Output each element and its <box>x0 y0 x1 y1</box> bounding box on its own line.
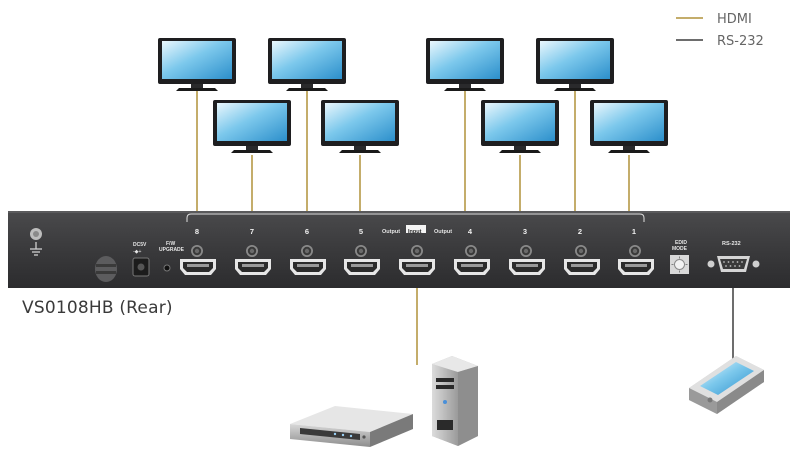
rs232-port-label: RS-232 <box>722 241 741 247</box>
port-number-1: 1 <box>632 227 636 236</box>
port-number-8: 8 <box>195 227 199 236</box>
power-label: DC5V <box>133 242 147 248</box>
port-6-led-icon <box>301 245 313 257</box>
hdmi-legend-label: HDMI <box>717 12 752 27</box>
edid-mode-label: MODE <box>672 246 688 252</box>
port-3-led-icon <box>520 245 532 257</box>
hdmi-output-port-8[interactable] <box>180 259 216 275</box>
hdmi-output-port-2[interactable] <box>564 259 600 275</box>
device-foot <box>95 256 117 282</box>
port-5-led-icon <box>355 245 367 257</box>
port-number-5: 5 <box>359 227 363 236</box>
port-number-7: 7 <box>250 227 254 236</box>
port-8-led-icon <box>191 245 203 257</box>
hdmi-output-port-7[interactable] <box>235 259 271 275</box>
hdmi-cables <box>196 91 630 365</box>
monitor-port-5-icon <box>321 100 399 153</box>
port-number-2: 2 <box>578 227 582 236</box>
device-caption: VS0108HB (Rear) <box>22 298 173 318</box>
port-number-4: 4 <box>468 227 473 236</box>
port-number-3: 3 <box>523 227 527 236</box>
output-label-right: Output <box>434 229 452 235</box>
hdmi-output-port-5[interactable] <box>344 259 380 275</box>
monitor-port-2-icon <box>536 38 614 91</box>
monitor-port-6-icon <box>268 38 346 91</box>
rs232-screw-right <box>752 260 760 268</box>
vs0108hb-device: DC5V -◆+ F/W UPGRADE 8 7 6 5 4 3 2 1 Out… <box>8 211 790 288</box>
input-led-icon <box>411 245 423 257</box>
fw-upgrade-label: UPGRADE <box>159 247 185 253</box>
port-number-labels: 8 7 6 5 4 3 2 1 <box>195 227 636 236</box>
output-label-left: Output <box>382 229 400 235</box>
monitor-port-8-icon <box>158 38 236 91</box>
fw-upgrade-port[interactable] <box>163 264 171 272</box>
hdmi-output-port-4[interactable] <box>454 259 490 275</box>
edid-label: EDID <box>675 240 687 246</box>
port-4-led-icon <box>465 245 477 257</box>
rs232-legend-label: RS-232 <box>717 34 764 49</box>
ground-symbol-icon <box>30 242 42 256</box>
hdmi-output-port-3[interactable] <box>509 259 545 275</box>
fw-label: F/W <box>166 241 175 247</box>
port-1-led-icon <box>629 245 641 257</box>
hdmi-output-port-1[interactable] <box>618 259 654 275</box>
port-2-led-icon <box>575 245 587 257</box>
pc-tower-icon <box>432 356 478 446</box>
input-label: Input <box>408 229 422 235</box>
monitor-port-3-icon <box>481 100 559 153</box>
legend: HDMI RS-232 <box>676 12 764 49</box>
power-polarity-label: -◆+ <box>133 249 142 255</box>
touch-panel-icon <box>689 356 764 414</box>
port-7-led-icon <box>246 245 258 257</box>
hdmi-output-port-6[interactable] <box>290 259 326 275</box>
hdmi-input-port[interactable] <box>399 259 435 275</box>
monitor-port-7-icon <box>213 100 291 153</box>
dvd-player-icon <box>290 406 413 447</box>
port-number-6: 6 <box>305 227 309 236</box>
monitor-port-1-icon <box>590 100 668 153</box>
rs232-screw-left <box>707 260 715 268</box>
monitor-port-4-icon <box>426 38 504 91</box>
